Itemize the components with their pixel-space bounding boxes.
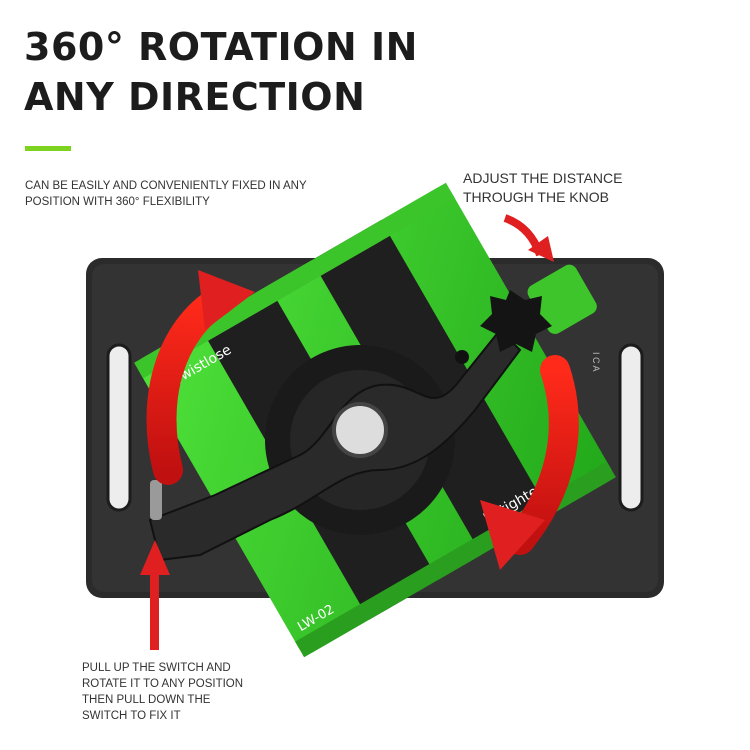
mounting-slot	[618, 343, 644, 512]
caption-line: THROUGH THE KNOB	[463, 189, 609, 205]
page-title: 360° ROTATION IN ANY DIRECTION	[24, 22, 444, 122]
rotation-arrow-left-icon	[146, 270, 255, 485]
mounting-slot	[106, 343, 132, 512]
caption-line: PULL UP THE SWITCH AND	[82, 662, 231, 674]
caption-line: ROTATE IT TO ANY POSITION	[82, 678, 244, 690]
caption-line: SWITCH TO FIX IT	[82, 710, 181, 722]
caption-adjust-distance: ADJUST THE DISTANCE THROUGH THE KNOB	[463, 169, 622, 207]
rotation-arrow-right-icon	[480, 355, 579, 570]
caption-line: THEN PULL DOWN THE	[82, 694, 211, 706]
caption-fixed-position: CAN BE EASILY AND CONVENIENTLY FIXED IN …	[25, 178, 307, 210]
star-knob-icon[interactable]	[480, 290, 552, 352]
lever-arm	[148, 328, 522, 562]
caption-switch: PULL UP THE SWITCH AND ROTATE IT TO ANY …	[82, 660, 243, 724]
caption-line: POSITION WITH 360° FLEXIBILITY	[25, 196, 210, 208]
caption-line: CAN BE EASILY AND CONVENIENTLY FIXED IN …	[25, 180, 307, 192]
headline-line-1: 360° ROTATION IN	[24, 25, 418, 69]
headline-line-2: ANY DIRECTION	[24, 75, 366, 119]
brand-fragment: I C A	[591, 352, 601, 372]
switch-post[interactable]	[150, 480, 162, 520]
caption-line: ADJUST THE DISTANCE	[463, 170, 623, 186]
adjust-knob[interactable]	[480, 262, 600, 352]
switch-pointer-arrow-icon	[140, 540, 170, 650]
accent-bar	[25, 146, 71, 151]
knob-pointer-arrow-icon	[503, 214, 554, 262]
